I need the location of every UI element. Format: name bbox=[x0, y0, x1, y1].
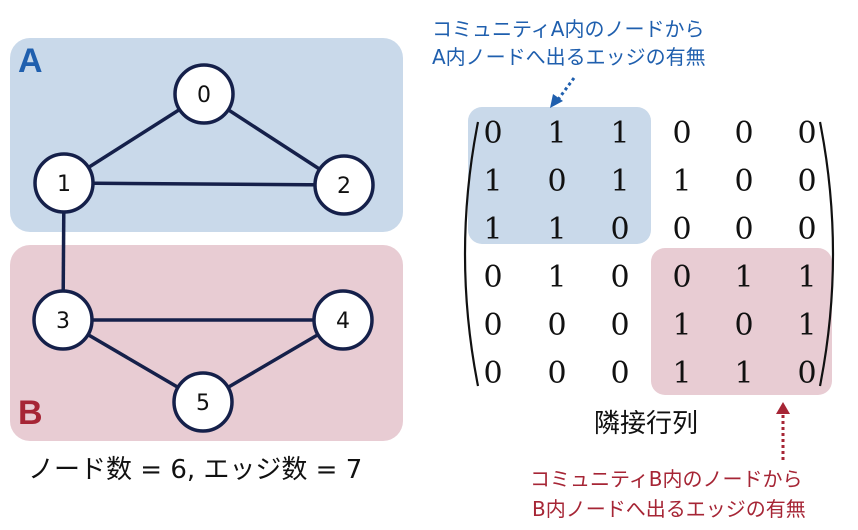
matrix-cell-4-2: 0 bbox=[610, 308, 629, 343]
matrix-cell-3-4: 1 bbox=[734, 260, 753, 295]
matrix-cell-0-0: 0 bbox=[483, 116, 502, 151]
node-circle bbox=[33, 152, 95, 214]
edge-1-2 bbox=[63, 181, 345, 187]
matrix-cell-0-1: 1 bbox=[547, 116, 566, 151]
matrix-cell-5-0: 0 bbox=[483, 356, 502, 391]
matrix-cell-1-1: 0 bbox=[547, 164, 566, 199]
matrix-cell-3-3: 0 bbox=[672, 260, 691, 295]
node-label: 4 bbox=[336, 309, 350, 334]
matrix-cell-4-4: 0 bbox=[734, 308, 753, 343]
graph-caption: ノード数 = 6, エッジ数 = 7 bbox=[28, 455, 362, 485]
annotation-a-arrow bbox=[550, 77, 576, 108]
community-b-label: B bbox=[18, 394, 43, 432]
annotation-b-line2: B内ノードへ出るエッジの有無 bbox=[532, 497, 806, 521]
matrix-cell-5-1: 0 bbox=[547, 356, 566, 391]
node-circle bbox=[313, 154, 375, 216]
matrix-right-bracket bbox=[818, 121, 835, 387]
matrix-cell-2-5: 0 bbox=[797, 212, 816, 247]
annotation-b-arrow bbox=[776, 402, 790, 460]
graph-node-4: 4 bbox=[312, 289, 374, 351]
matrix-caption: 隣接行列 bbox=[594, 409, 698, 439]
matrix-cell-5-3: 1 bbox=[672, 356, 691, 391]
matrix-cell-4-0: 0 bbox=[483, 308, 502, 343]
matrix-cell-1-5: 0 bbox=[797, 164, 816, 199]
graph-node-0: 0 bbox=[173, 63, 235, 125]
matrix-cell-5-2: 0 bbox=[610, 356, 629, 391]
matrix-cell-1-3: 1 bbox=[672, 164, 691, 199]
node-circle bbox=[172, 371, 234, 433]
matrix-cell-2-3: 0 bbox=[672, 212, 691, 247]
matrix-cell-5-5: 0 bbox=[797, 356, 816, 391]
graph-node-1: 1 bbox=[33, 152, 95, 214]
node-label: 1 bbox=[57, 172, 71, 197]
node-circle bbox=[312, 289, 374, 351]
node-label: 2 bbox=[337, 174, 351, 199]
matrix-cell-5-4: 1 bbox=[734, 356, 753, 391]
matrix-cell-3-5: 1 bbox=[797, 260, 816, 295]
community-a-label: A bbox=[18, 42, 43, 80]
node-label: 3 bbox=[56, 309, 70, 334]
matrix-cell-0-3: 0 bbox=[672, 116, 691, 151]
annotation-a-line2: A内ノードへ出るエッジの有無 bbox=[432, 45, 706, 69]
matrix-cell-0-5: 0 bbox=[797, 116, 816, 151]
matrix-cell-0-2: 1 bbox=[610, 116, 629, 151]
node-circle bbox=[32, 289, 94, 351]
matrix-cell-0-4: 0 bbox=[734, 116, 753, 151]
matrix-block-b bbox=[651, 248, 832, 395]
community-b-region bbox=[10, 245, 403, 441]
node-label: 5 bbox=[196, 391, 210, 416]
annotation-b-line1: コミュニティB内のノードから bbox=[530, 467, 803, 491]
matrix-cell-1-0: 1 bbox=[483, 164, 502, 199]
matrix-cell-2-0: 1 bbox=[483, 212, 502, 247]
node-label: 0 bbox=[197, 83, 211, 108]
matrix-cell-2-2: 0 bbox=[610, 212, 629, 247]
graph-node-3: 3 bbox=[32, 289, 94, 351]
graph-nodes: 0 1 2 3 4 5 bbox=[32, 63, 375, 433]
matrix-cell-4-1: 0 bbox=[547, 308, 566, 343]
matrix-cell-2-4: 0 bbox=[734, 212, 753, 247]
matrix-cell-4-3: 1 bbox=[672, 308, 691, 343]
annotation-a-line1: コミュニティA内のノードから bbox=[432, 17, 704, 41]
matrix-cell-4-5: 1 bbox=[797, 308, 816, 343]
matrix-cells: 0 1 1 0 0 0 1 0 1 1 0 0 1 1 0 0 0 0 0 1 0 0 1 1 0 0 0 1 0 1 0 0 0 1 1 0 bbox=[483, 116, 816, 391]
matrix-left-bracket bbox=[463, 121, 480, 387]
matrix-cell-3-2: 0 bbox=[610, 260, 629, 295]
matrix-cell-3-0: 0 bbox=[483, 260, 502, 295]
node-circle bbox=[173, 63, 235, 125]
graph-node-5: 5 bbox=[172, 371, 234, 433]
matrix-cell-1-2: 1 bbox=[610, 164, 629, 199]
matrix-cell-2-1: 1 bbox=[547, 212, 566, 247]
matrix-cell-3-1: 1 bbox=[547, 260, 566, 295]
matrix-cell-1-4: 0 bbox=[734, 164, 753, 199]
matrix-block-a bbox=[468, 107, 651, 244]
graph-node-2: 2 bbox=[313, 154, 375, 216]
